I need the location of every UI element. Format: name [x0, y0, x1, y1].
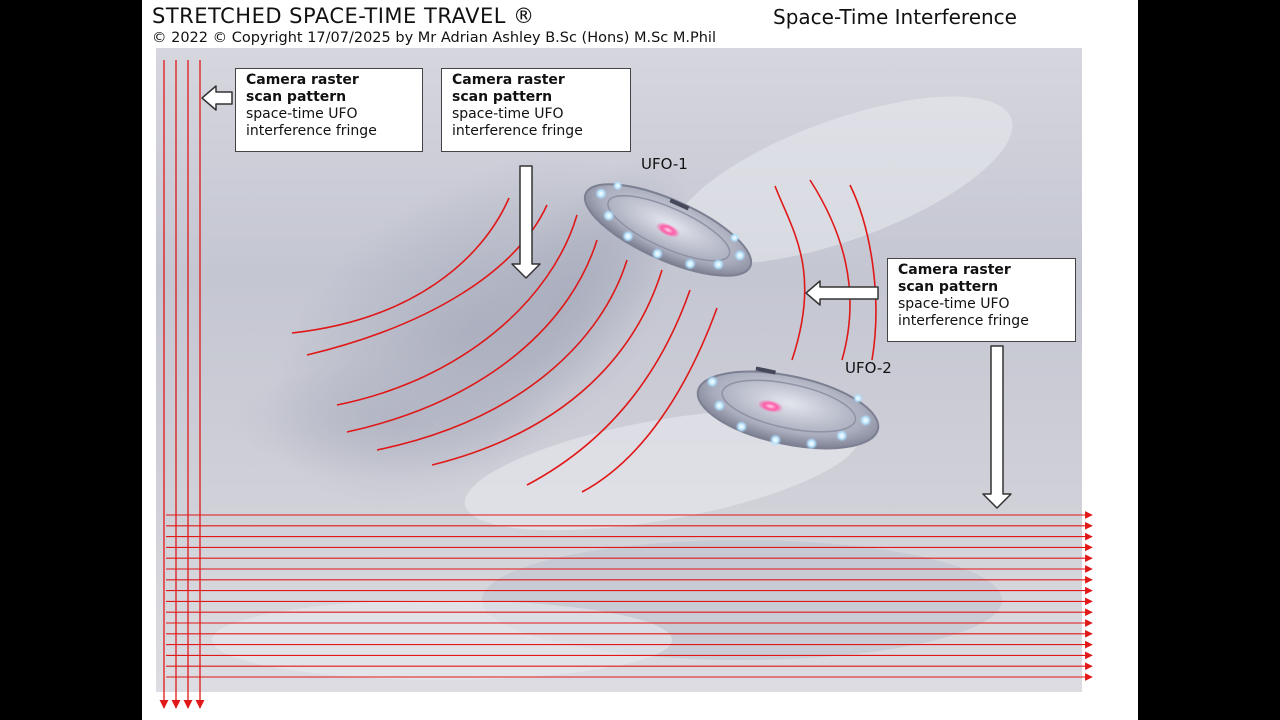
- callout-text-line2: interference fringe: [898, 313, 1029, 329]
- callout-box-1: Camera raster scan pattern space-time UF…: [235, 68, 423, 152]
- down-arrow-2: [982, 345, 1012, 509]
- callout-text-line1: space-time UFO: [898, 296, 1010, 312]
- down-arrow-1: [511, 165, 541, 279]
- ufo-2-label: UFO-2: [845, 359, 892, 377]
- page-subtitle: Space-Time Interference: [773, 5, 1017, 29]
- left-arrow-1: [201, 85, 233, 111]
- callout-box-2: Camera raster scan pattern space-time UF…: [441, 68, 631, 152]
- callout-title-line1: Camera raster: [452, 72, 565, 88]
- raster-horizontal-lines: [166, 511, 1093, 681]
- white-arrows: [201, 85, 1012, 509]
- ufo-1-label: UFO-1: [641, 155, 688, 173]
- callout-title-line2: scan pattern: [452, 89, 553, 105]
- callout-box-3: Camera raster scan pattern space-time UF…: [887, 258, 1076, 342]
- raster-vertical-lines: [159, 60, 205, 709]
- copyright-line: © 2022 © Copyright 17/07/2025 by Mr Adri…: [152, 30, 716, 46]
- callout-title-line1: Camera raster: [898, 262, 1011, 278]
- callout-title-line2: scan pattern: [246, 89, 347, 105]
- callout-text-line1: space-time UFO: [246, 106, 358, 122]
- left-arrow-2: [805, 280, 879, 306]
- ufo-1-saucer: [583, 180, 753, 277]
- callout-title-line2: scan pattern: [898, 279, 999, 295]
- ufo-2-saucer: [696, 366, 880, 450]
- callout-title-line1: Camera raster: [246, 72, 359, 88]
- callout-text-line1: space-time UFO: [452, 106, 564, 122]
- diagram-sheet: STRETCHED SPACE-TIME TRAVEL ® Space-Time…: [142, 0, 1138, 720]
- callout-text-line2: interference fringe: [246, 123, 377, 139]
- callout-text-line2: interference fringe: [452, 123, 583, 139]
- sky-photo-scene: [156, 48, 1093, 709]
- interference-fringes: [291, 179, 877, 493]
- page-title: STRETCHED SPACE-TIME TRAVEL ®: [152, 4, 535, 28]
